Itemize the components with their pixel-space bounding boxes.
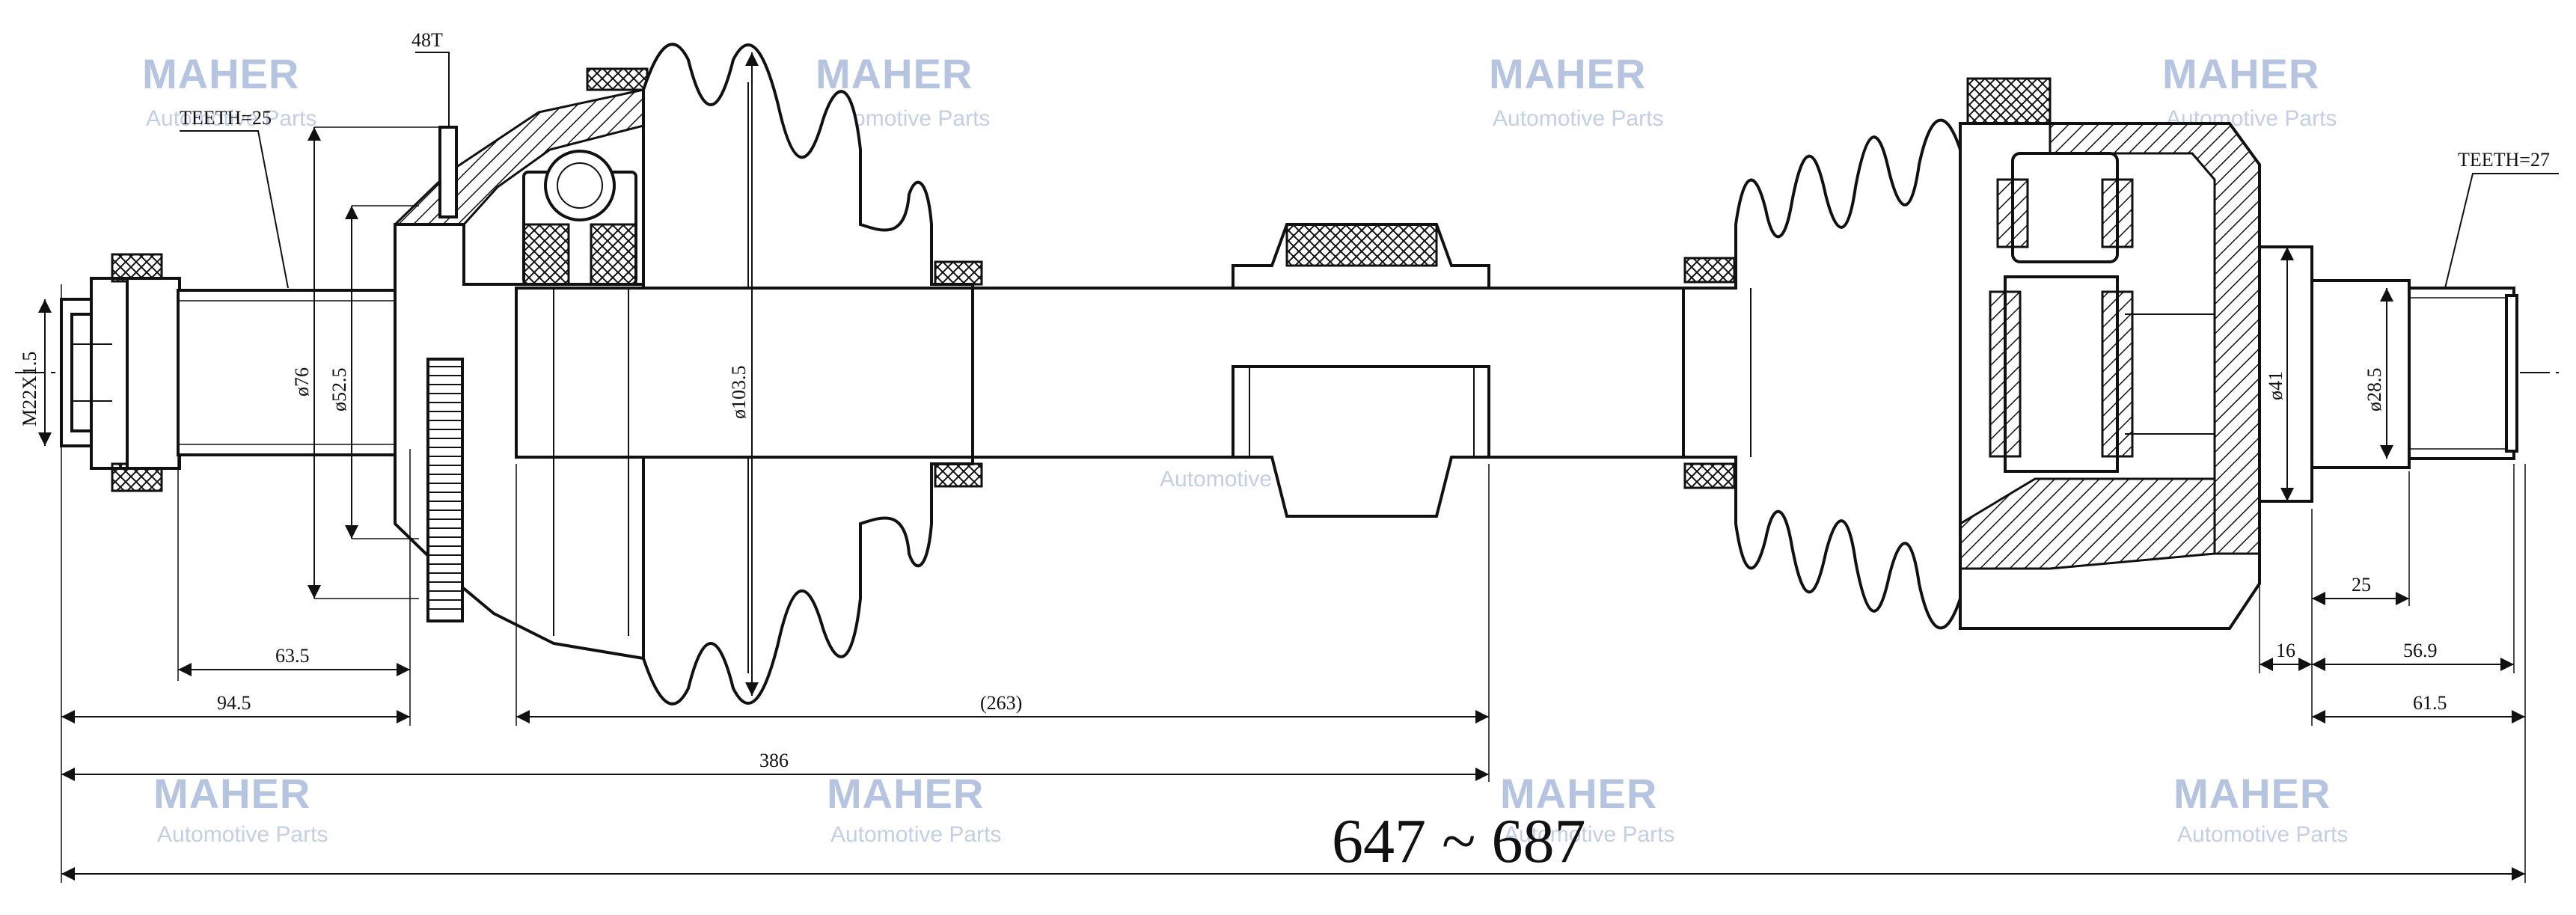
abs-leader: [415, 52, 450, 127]
watermark-brand: MAHER: [153, 770, 310, 817]
watermark-brand: MAHER: [827, 770, 984, 817]
circlip-groove: [2505, 294, 2518, 453]
inner-tripod-joint: [1959, 77, 2261, 630]
nut-flange: [90, 277, 130, 470]
dia-76-label: ø76: [291, 367, 313, 397]
cv-ball-inner: [557, 162, 603, 209]
watermark: MAHER Automotive Parts: [153, 770, 328, 847]
abs-ring-label: 48T: [412, 29, 443, 51]
roller-section: [1996, 178, 2029, 248]
joint-clamp-top: [1966, 77, 2052, 125]
watermark: MAHER Automotive Parts: [1500, 770, 1674, 847]
len-63-5-label: 63.5: [275, 645, 310, 667]
damper-rubber: [1285, 223, 1438, 267]
spider-section: [1989, 290, 2022, 458]
abs-ring: [426, 358, 464, 622]
watermark-tagline: Automotive Parts: [146, 106, 316, 131]
tripod-spider: [2004, 275, 2119, 473]
watermark: MAHER Automotive Parts: [2162, 50, 2337, 131]
damper: [1232, 223, 1490, 518]
len-56-9-label: 56.9: [2403, 640, 2438, 661]
boot-clamp: [934, 462, 983, 488]
dia-52-5-label: ø52.5: [328, 368, 350, 412]
watermark-brand: MAHER: [2162, 50, 2319, 97]
thread-label: M22X1.5: [19, 352, 40, 426]
watermark-tagline: Automotive Parts: [157, 822, 328, 847]
inner-boot: [1682, 118, 1962, 630]
watermark-tagline: Automotive Parts: [2177, 822, 2348, 847]
watermark-tagline: Automotive Parts: [1504, 822, 1674, 847]
teeth-left-leader: [180, 130, 289, 289]
len-61-5-label: 61.5: [2413, 692, 2447, 714]
len-263-label: (263): [980, 692, 1022, 714]
teeth-right-label: TEETH=27: [2458, 149, 2550, 171]
spline-shaft: [177, 289, 397, 456]
watermark-brand: MAHER: [142, 50, 299, 97]
roller-section: [2101, 178, 2134, 248]
watermark-brand: MAHER: [816, 50, 973, 97]
abs-sensor-tab: [438, 126, 458, 218]
dimension-lines: [38, 52, 2559, 883]
stub-spline: [2408, 287, 2515, 460]
boot-clamp: [1683, 257, 1736, 284]
hub-nut: [60, 253, 181, 492]
watermark-tagline: Automotive Parts: [830, 822, 1001, 847]
dia-41-label: ø41: [2265, 371, 2286, 400]
watermark-tagline: Automotive Parts: [1493, 106, 1663, 131]
dia-28-5-label: ø28.5: [2364, 368, 2385, 412]
inner-boot-bellows: [1682, 118, 1962, 630]
spider-section: [2101, 290, 2134, 458]
len-386-label: 386: [759, 750, 789, 771]
damper-bottom: [1232, 365, 1490, 518]
len-16-label: 16: [2276, 640, 2295, 661]
watermark: MAHER Automotive Parts: [2173, 770, 2348, 847]
outer-spline-shaft: [177, 289, 397, 456]
abs-ring-teeth: [428, 366, 462, 610]
nut-hex: [126, 277, 181, 470]
teeth-left-label: TEETH=25: [180, 107, 272, 129]
cv-inner-race-section: [522, 223, 570, 286]
stub-shaft: [2258, 245, 2518, 503]
overall-length-label: 647 ~ 687: [1332, 807, 1585, 876]
watermark-brand: MAHER: [2173, 770, 2331, 817]
cv-inner-race-section: [590, 223, 637, 286]
cv-ball: [544, 150, 616, 221]
dimension-labels: TEETH=25 48T TEETH=27 M22X1.5 ø76 ø52.5 …: [19, 29, 2550, 876]
watermark-brand: MAHER: [1500, 770, 1657, 817]
stub-neck: [2310, 279, 2411, 469]
watermark: MAHER Automotive Parts: [142, 50, 316, 131]
watermark-brand: MAHER: [1489, 50, 1646, 97]
boot-clamp: [934, 260, 983, 286]
len-25-label: 25: [2352, 574, 2371, 596]
len-94-5-label: 94.5: [217, 692, 251, 714]
teeth-right-leader: [2444, 173, 2559, 289]
boot-clamp: [1683, 462, 1736, 489]
tripod-housing-section-lower: [1959, 477, 2216, 570]
boot-clamp-top: [586, 67, 649, 91]
watermark: MAHER Automotive Parts: [1489, 50, 1663, 131]
dia-103-5-label: ø103.5: [728, 366, 750, 420]
watermark: MAHER Automotive Parts: [827, 770, 1001, 847]
